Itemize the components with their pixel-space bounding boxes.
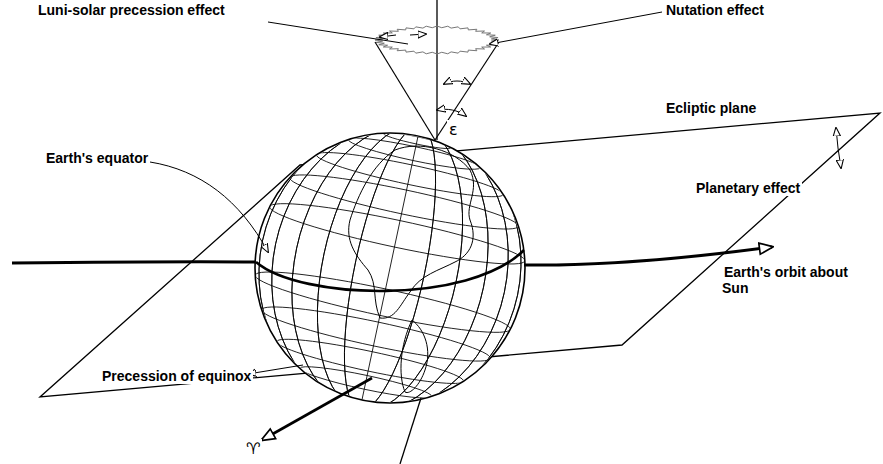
label: Nutation effect xyxy=(664,2,766,18)
meridian-line xyxy=(294,112,486,424)
cone-line xyxy=(375,42,435,140)
latitude-line xyxy=(259,298,493,370)
nutation-arrow xyxy=(444,81,470,84)
meridian-line xyxy=(232,99,547,437)
label-text: Ecliptic plane xyxy=(664,100,758,116)
label-text: Planetary effect xyxy=(694,180,802,196)
latitude-line xyxy=(252,262,513,343)
meridian-line xyxy=(326,119,455,417)
latitude-line xyxy=(275,332,466,391)
precession-arrow xyxy=(248,365,303,374)
meridian-line xyxy=(326,119,455,417)
equator-line xyxy=(256,250,524,291)
continent-outline xyxy=(401,320,428,393)
orbit-path xyxy=(524,247,772,265)
direction-arrow xyxy=(838,148,841,168)
label-text: ε xyxy=(447,120,460,139)
label-text: Luni-solar precession effect xyxy=(36,2,227,18)
label: ♈ xyxy=(244,440,262,458)
label: Planetary effect xyxy=(694,180,802,196)
rotation-axis xyxy=(436,0,437,140)
direction-arrow xyxy=(836,128,838,148)
continent-outline xyxy=(349,146,474,318)
leader-line xyxy=(150,162,268,252)
meridian-line xyxy=(232,99,547,437)
meridian-line xyxy=(245,102,534,434)
label-text: Nutation effect xyxy=(664,2,766,18)
leader-line xyxy=(268,22,408,44)
label: Luni-solar precession effect xyxy=(36,2,227,18)
direction-arrow xyxy=(380,35,396,37)
rotation-axis xyxy=(400,398,421,464)
label-text: ♈ xyxy=(244,439,262,458)
label: Earth's equator xyxy=(44,150,150,166)
label-text: Precession of equinox xyxy=(100,368,253,384)
label-text: Earth's equator xyxy=(44,150,150,166)
meridian-line xyxy=(294,112,486,424)
leader-line xyxy=(490,12,662,44)
orbit-path xyxy=(12,262,260,263)
latitude-line xyxy=(267,193,528,274)
cone-line xyxy=(435,42,499,140)
label-text: Earth's orbit about Sun xyxy=(722,264,848,296)
precession-cone xyxy=(375,26,499,54)
obliquity-arc xyxy=(437,109,466,116)
meridian-line xyxy=(266,106,513,429)
meridian-line xyxy=(360,126,420,410)
meridian-line xyxy=(245,102,534,434)
label: Earth's orbit about Sun xyxy=(722,264,852,296)
latitude-line xyxy=(347,133,482,175)
latitude-line xyxy=(314,145,505,204)
meridian-line xyxy=(266,106,513,429)
label: ε xyxy=(447,121,460,139)
latitude-line xyxy=(287,166,521,238)
direction-arrow xyxy=(410,34,426,35)
label: Precession of equinox xyxy=(100,368,253,384)
globe-grid xyxy=(232,99,547,437)
equinox-direction xyxy=(262,378,372,440)
latitude-line xyxy=(382,130,452,152)
label: Ecliptic plane xyxy=(664,100,758,116)
